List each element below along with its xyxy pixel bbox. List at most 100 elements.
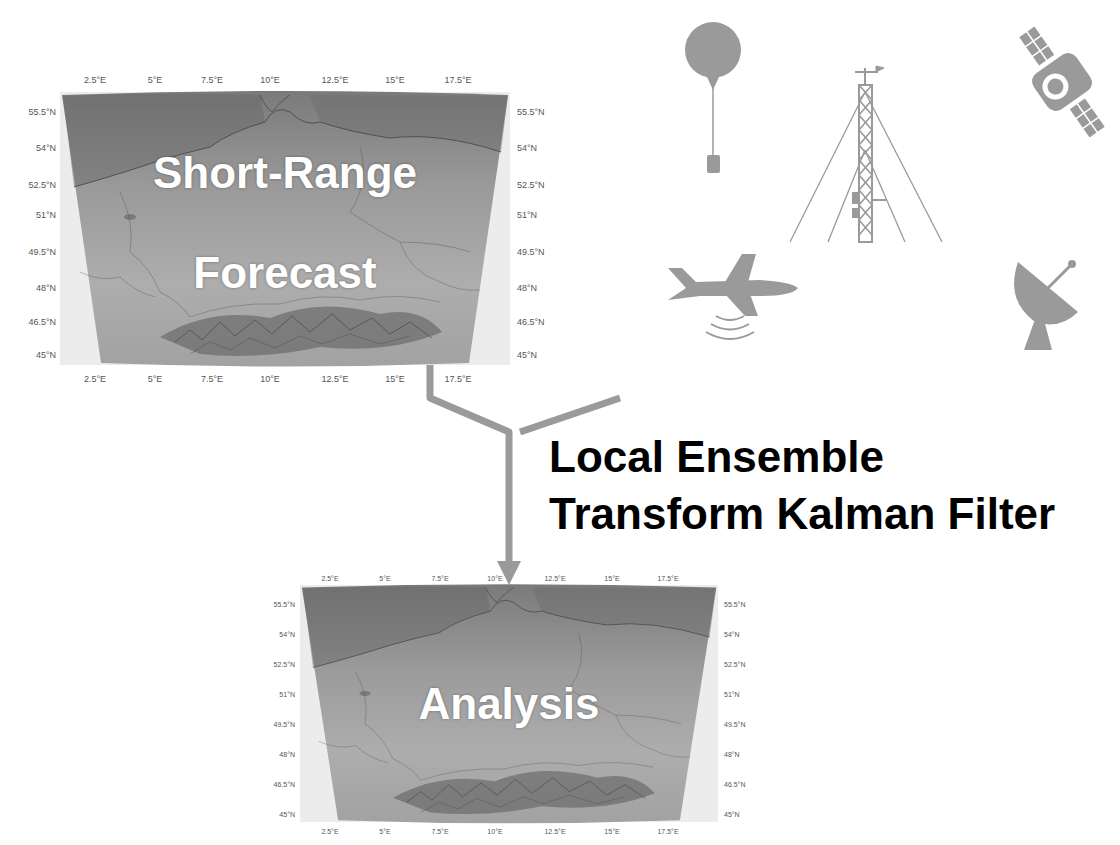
axis-tick-label: 48°N (36, 284, 56, 293)
aircraft-part (725, 254, 756, 282)
satellite-part (1044, 75, 1066, 97)
axis-tick-label: 54°N (517, 144, 537, 153)
axis-tick-label: 10°E (260, 76, 280, 85)
flow-arrow-line (430, 365, 509, 561)
axis-tick-label: 10°E (487, 575, 502, 582)
map-panel: Analysis (300, 585, 718, 822)
axis-tick-label: 48°N (279, 751, 295, 758)
map-panel: Short-Range Forecast (60, 92, 510, 365)
map-title: Analysis (419, 679, 600, 729)
axis-tick-label: 7.5°E (201, 76, 223, 85)
axis-tick-label: 54°N (279, 631, 295, 638)
aircraft-part (706, 332, 754, 339)
axis-tick-label: 5°E (379, 828, 390, 835)
axis-tick-label: 5°E (148, 76, 163, 85)
axis-tick-label: 17.5°E (444, 76, 471, 85)
axis-tick-label: 15°E (604, 828, 619, 835)
measurement-mast-part (876, 66, 884, 72)
measurement-mast-part (865, 150, 905, 242)
radar-dish-part (1024, 320, 1052, 350)
radar-dish-part (1046, 266, 1070, 290)
satellite-part (1037, 68, 1073, 104)
axis-tick-label: 49.5°N (274, 721, 295, 728)
forecast-map (60, 91, 510, 367)
axis-tick-label: 52.5°N (28, 181, 56, 190)
measurement-mast (790, 66, 942, 242)
axis-tick-label: 46.5°N (28, 318, 56, 327)
axis-tick-label: 2.5°E (321, 828, 338, 835)
axis-tick-label: 7.5°E (431, 575, 448, 582)
weather-balloon-part (707, 155, 720, 173)
axis-tick-label: 55.5°N (517, 108, 545, 117)
flow-arrow (430, 365, 521, 585)
method-label: Local Ensemble Transform Kalman Filter (549, 428, 1089, 542)
axis-tick-label: 45°N (724, 811, 740, 818)
axis-tick-label: 45°N (36, 351, 56, 360)
axis-tick-label: 15°E (385, 76, 405, 85)
measurement-mast-part (859, 85, 872, 242)
axis-tick-label: 46.5°N (517, 318, 545, 327)
merge-arrow-branch-part (520, 398, 620, 432)
weather-balloon (685, 22, 741, 173)
axis-tick-label: 51°N (517, 211, 537, 220)
map-title: Short-Range Forecast (115, 123, 455, 323)
satellite (1005, 16, 1119, 147)
measurement-mast-part (855, 71, 878, 73)
measurement-mast-part (852, 192, 859, 204)
axis-tick-label: 7.5°E (431, 828, 448, 835)
axis-tick-label: 5°E (148, 375, 163, 384)
axis-tick-label: 10°E (487, 828, 502, 835)
axis-tick-label: 5°E (379, 575, 390, 582)
axis-tick-label: 49.5°N (517, 248, 545, 257)
axis-tick-label: 2.5°E (84, 375, 106, 384)
axis-tick-label: 48°N (517, 284, 537, 293)
axis-tick-label: 17.5°E (444, 375, 471, 384)
axis-tick-label: 51°N (36, 211, 56, 220)
axis-tick-label: 49.5°N (724, 721, 745, 728)
axis-tick-label: 48°N (724, 751, 740, 758)
axis-tick-label: 54°N (36, 144, 56, 153)
axis-tick-label: 52.5°N (724, 661, 745, 668)
axis-tick-label: 55.5°N (28, 108, 56, 117)
axis-tick-label: 46.5°N (724, 781, 745, 788)
axis-tick-label: 51°N (279, 691, 295, 698)
axis-tick-label: 46.5°N (274, 781, 295, 788)
axis-tick-label: 54°N (724, 631, 740, 638)
measurement-mast-part (865, 92, 942, 242)
axis-tick-label: 45°N (279, 811, 295, 818)
measurement-mast-part (872, 199, 886, 201)
satellite-part (1077, 103, 1098, 132)
axis-tick-label: 17.5°E (657, 828, 678, 835)
axis-tick-label: 2.5°E (321, 575, 338, 582)
aircraft-part (711, 324, 749, 330)
axis-tick-label: 52.5°N (517, 181, 545, 190)
aircraft-part (725, 294, 758, 316)
weather-balloon-part (685, 22, 741, 78)
axis-tick-label: 45°N (517, 351, 537, 360)
axis-tick-label: 12.5°E (321, 375, 348, 384)
axis-tick-label: 55.5°N (724, 601, 745, 608)
aircraft (668, 254, 798, 339)
axis-tick-label: 10°E (260, 375, 280, 384)
measurement-mast-part (852, 208, 860, 218)
axis-tick-label: 15°E (385, 375, 405, 384)
measurement-mast-part (864, 68, 866, 85)
satellite-part (1018, 25, 1055, 66)
aircraft-part (716, 316, 744, 320)
satellite-part (1069, 98, 1106, 139)
analysis-map (300, 584, 718, 823)
satellite-part (1026, 31, 1047, 60)
axis-tick-label: 12.5°E (544, 575, 565, 582)
axis-tick-label: 51°N (724, 691, 740, 698)
axis-tick-label: 2.5°E (84, 76, 106, 85)
weather-balloon-part (712, 88, 714, 156)
axis-tick-label: 55.5°N (274, 601, 295, 608)
axis-tick-label: 49.5°N (28, 248, 56, 257)
radar-dish (1014, 260, 1078, 350)
axis-tick-label: 17.5°E (657, 575, 678, 582)
axis-tick-label: 12.5°E (321, 76, 348, 85)
axis-tick-label: 15°E (604, 575, 619, 582)
radar-dish-part (1014, 262, 1078, 324)
measurement-mast-part (828, 150, 865, 242)
measurement-mast-part (790, 92, 865, 242)
